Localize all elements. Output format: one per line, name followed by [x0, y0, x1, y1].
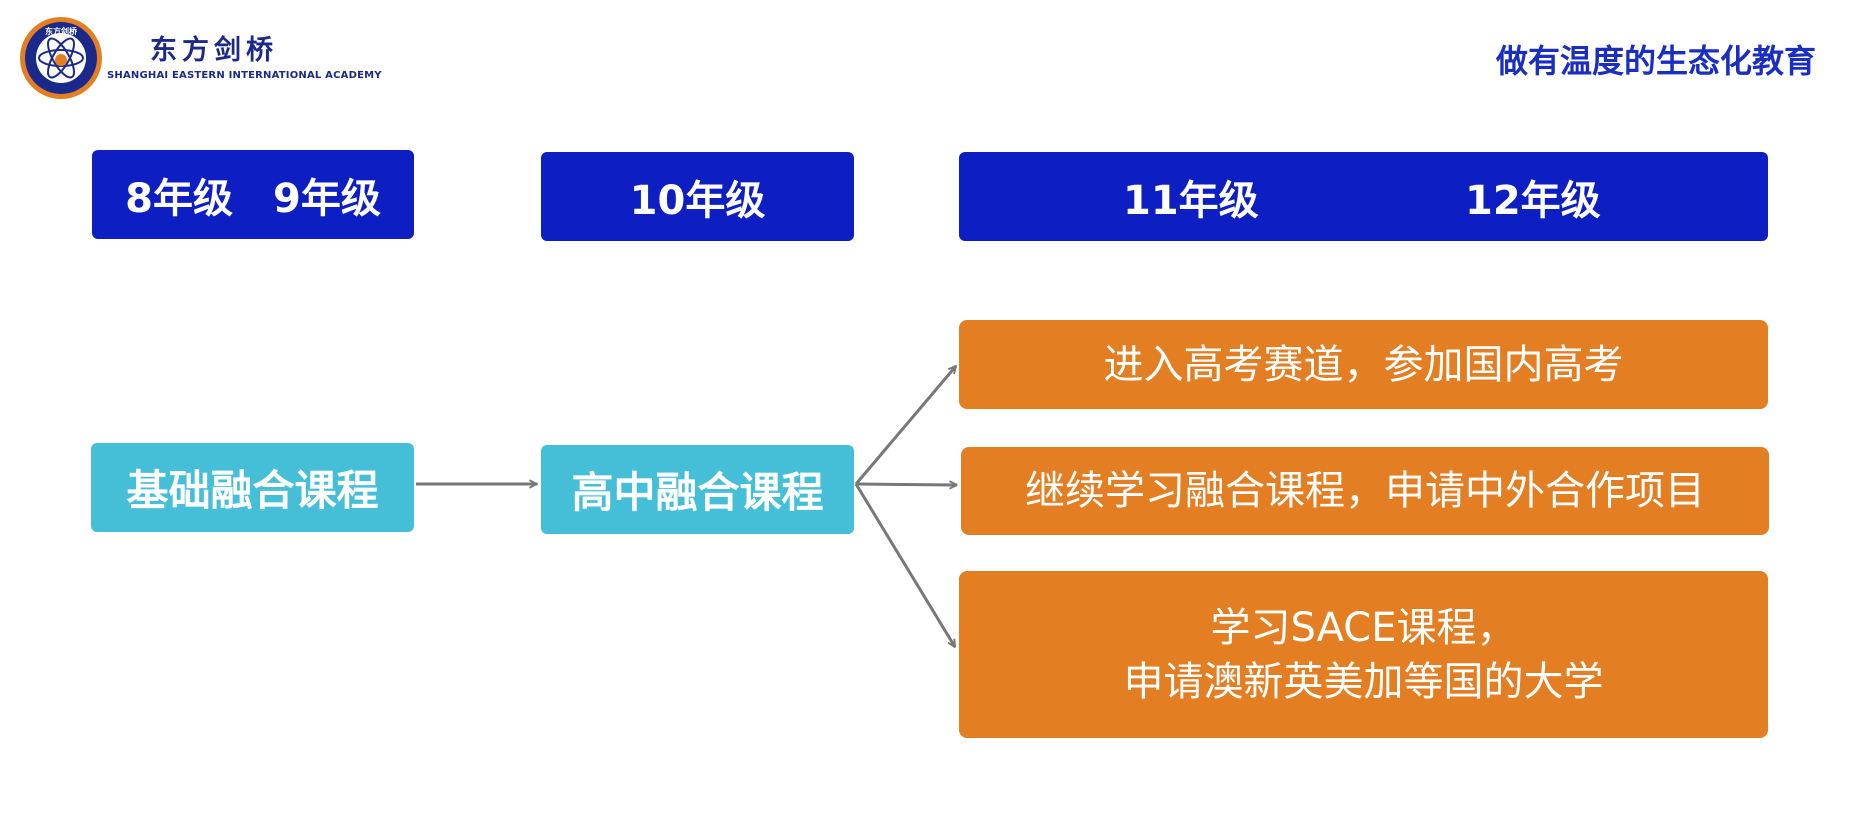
- logo-name-en: SHANGHAI EASTERN INTERNATIONAL ACADEMY: [107, 70, 382, 81]
- logo-name-cn: 东方剑桥: [150, 35, 278, 66]
- pathway-line: 申请澳新英美加等国的大学: [1123, 658, 1604, 705]
- slogan: 做有温度的生态化教育: [1495, 42, 1816, 80]
- arrow-to-gaokao: [854, 366, 956, 485]
- grade-header-11-12: 11年级 12年级: [959, 152, 1768, 241]
- pathway-line: 学习SACE课程，: [1210, 604, 1517, 651]
- pathway-line: 进入高考赛道，参加国内高考: [1103, 341, 1624, 388]
- arrow-to-sace: [854, 483, 957, 647]
- grade-label-12: 12年级: [1465, 177, 1601, 224]
- pathway-line: 继续学习融合课程，申请中外合作项目: [1025, 468, 1705, 514]
- grade-label-8: 8年级: [125, 175, 233, 222]
- foundation-course-box: 基础融合课程: [91, 443, 414, 532]
- high-school-course-box: 高中融合课程: [541, 445, 854, 534]
- grade-label-11: 11年级: [1123, 177, 1259, 224]
- pathway-box-sace: 学习SACE课程， 申请澳新英美加等国的大学: [959, 571, 1768, 738]
- grade-label-10: 10年级: [629, 177, 766, 224]
- logo-seal-text: 东方剑桥: [45, 26, 78, 36]
- grade-label-9: 9年级: [273, 175, 381, 222]
- arrow-to-sino-foreign: [855, 484, 957, 485]
- grade-header-10: 10年级: [541, 152, 854, 241]
- pathway-box-gaokao: 进入高考赛道，参加国内高考: [959, 320, 1768, 409]
- academy-logo-seal: 东方剑桥: [20, 17, 102, 99]
- grade-header-8-9: 8年级 9年级: [92, 150, 414, 239]
- pathway-box-sino-foreign: 继续学习融合课程，申请中外合作项目: [961, 447, 1769, 535]
- high-school-course-label: 高中融合课程: [571, 468, 824, 517]
- foundation-course-label: 基础融合课程: [126, 466, 379, 515]
